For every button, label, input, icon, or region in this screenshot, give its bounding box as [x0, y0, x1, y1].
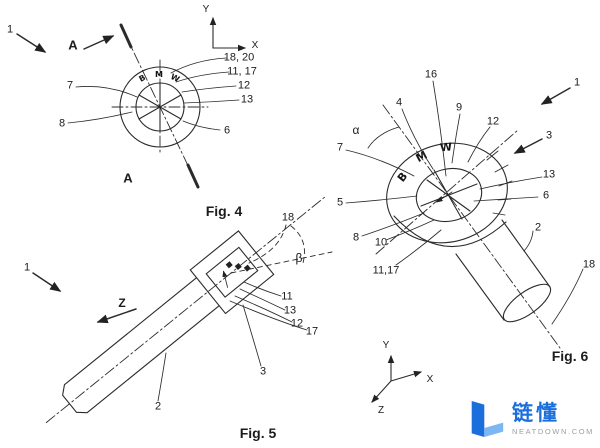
ref-2-fig5: 2 — [154, 400, 162, 413]
ref-9: 9 — [455, 101, 463, 114]
fig4-caption: Fig. 4 — [205, 203, 243, 219]
ref-3-fig6: 3 — [545, 129, 553, 142]
fig5-drawing — [32, 196, 333, 424]
watermark-site: NEATDOWN.COM — [512, 426, 594, 436]
ref-17-fig5: 17 — [305, 325, 319, 338]
fig4-leader-lines — [67, 57, 240, 131]
fig6-face-letter-m: M — [414, 148, 430, 165]
ref-1-arrow-fig4 — [16, 33, 47, 53]
fig6-face-letter-w: W — [439, 140, 452, 154]
ref-8-fig4: 8 — [58, 117, 66, 130]
ref-16: 16 — [424, 68, 438, 81]
ref-6-fig4: 6 — [223, 124, 231, 137]
fig4-axes — [209, 16, 247, 52]
neatdown-logo-icon — [471, 401, 504, 437]
watermark: 链懂 NEATDOWN.COM — [469, 398, 594, 440]
ref-3-arrow-fig6 — [513, 138, 543, 154]
ref-13-fig5: 13 — [283, 304, 297, 317]
section-label-a-top: A — [68, 37, 78, 53]
ref-10: 10 — [374, 236, 388, 249]
ref-alpha: α — [352, 123, 360, 137]
ref-1-fig6: 1 — [573, 76, 581, 89]
fig6-drawing: B M W — [345, 80, 584, 403]
section-a-arrow — [83, 35, 115, 50]
watermark-text: 链懂 NEATDOWN.COM — [512, 401, 594, 436]
fig4-drawing: B M W — [16, 16, 247, 189]
ref-1-fig5: 1 — [23, 261, 31, 274]
ref-12-fig4: 12 — [237, 79, 251, 92]
ref-13-fig6: 13 — [542, 168, 556, 181]
fig4-face-letter-w: W — [169, 72, 181, 84]
fig6-caption: Fig. 6 — [551, 348, 589, 364]
ref-18-fig5: 18 — [281, 211, 295, 224]
ref-1-arrow-fig5 — [32, 272, 62, 292]
ref-11-17-fig6: 11,17 — [372, 264, 400, 277]
section-label-a-bottom: A — [123, 170, 133, 186]
ref-12-fig6: 12 — [486, 115, 500, 128]
fig5-leader-lines — [157, 281, 308, 402]
ref-1-fig4: 1 — [6, 23, 14, 36]
axis-label-y-fig4: Y — [202, 4, 210, 15]
fig4-face-letter-b: B — [137, 73, 147, 84]
axis-label-z-fig5: Z — [118, 296, 126, 310]
ref-beta: β — [295, 251, 303, 265]
ref-1-arrow-fig6 — [540, 87, 571, 105]
axis-label-x-fig6: X — [426, 374, 434, 385]
ref-13-fig4: 13 — [240, 93, 254, 106]
axis-label-z-fig6: Z — [377, 405, 385, 416]
ref-3-fig5: 3 — [259, 365, 267, 378]
ref-4: 4 — [395, 96, 403, 109]
watermark-brand: 链懂 — [512, 401, 561, 425]
fig4-face-letter-m: M — [155, 70, 163, 79]
fig6-leader-lines — [345, 80, 584, 325]
ref-12-fig5: 12 — [290, 317, 304, 330]
ref-5: 5 — [336, 196, 344, 209]
ref-8-fig6: 8 — [352, 231, 360, 244]
axis-label-y-fig6: Y — [382, 340, 390, 351]
ref-18-fig6: 18 — [582, 258, 596, 271]
ref-6-fig6: 6 — [542, 189, 550, 202]
fig6-face-letter-b: B — [395, 170, 410, 185]
ref-11-17-fig4: 11, 17 — [227, 65, 257, 78]
fig6-axes — [371, 354, 423, 403]
z-axis-arrow-fig5 — [96, 308, 137, 324]
axis-label-x-fig4: X — [251, 40, 259, 51]
ref-18-20: 18, 20 — [223, 51, 255, 64]
ref-2-fig6: 2 — [534, 221, 542, 234]
ref-7-fig4: 7 — [66, 79, 74, 92]
ref-11-fig5: 11 — [281, 290, 293, 303]
ref-7-fig6: 7 — [336, 141, 344, 154]
fig5-caption: Fig. 5 — [239, 425, 277, 441]
